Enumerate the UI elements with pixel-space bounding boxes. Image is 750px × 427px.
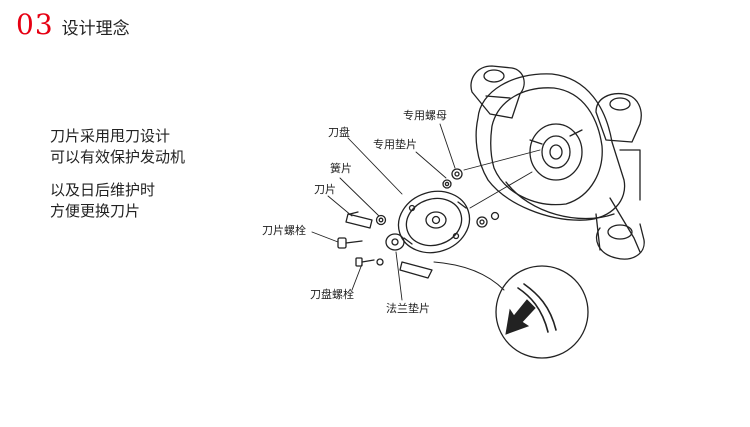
label-special-washer: 专用垫片 bbox=[373, 137, 417, 151]
callout-curve bbox=[433, 261, 505, 291]
mower-deck bbox=[475, 73, 641, 253]
leader-lines bbox=[311, 123, 456, 301]
description-line: 以及日后维护时 bbox=[50, 181, 156, 199]
label-spring-piece: 簧片 bbox=[330, 161, 352, 175]
arrow-icon bbox=[505, 299, 536, 335]
rear-wheel bbox=[470, 65, 525, 119]
magnifier-circle bbox=[495, 265, 589, 359]
blade-bolt-part bbox=[337, 237, 363, 249]
blade-part bbox=[345, 211, 373, 229]
engine-hub bbox=[529, 123, 583, 181]
label-blade: 刀片 bbox=[314, 183, 336, 196]
spring-piece-part bbox=[385, 233, 405, 251]
description-line: 可以有效保护发动机 bbox=[50, 148, 186, 166]
label-disc-bolt: 刀盘螺栓 bbox=[310, 287, 354, 301]
description-line: 方便更换刀片 bbox=[50, 202, 141, 220]
label-flange-washer: 法兰垫片 bbox=[386, 301, 430, 315]
blade-nut-part bbox=[375, 214, 387, 226]
disc-bolt-part bbox=[355, 257, 375, 267]
description-line: 刀片采用甩刀设计 bbox=[50, 127, 171, 145]
label-special-nut: 专用螺母 bbox=[403, 108, 447, 122]
assembly-axis bbox=[463, 149, 541, 209]
blade-disc-part bbox=[397, 190, 471, 254]
section-header: 03 设计理念 bbox=[16, 8, 130, 44]
right-bolt-part bbox=[476, 211, 500, 228]
flange-washer-part bbox=[376, 258, 433, 279]
description-block: 刀片采用甩刀设计 可以有效保护发动机 以及日后维护时 方便更换刀片 bbox=[50, 126, 185, 222]
side-wheel bbox=[595, 92, 645, 260]
label-blade-disc: 刀盘 bbox=[328, 125, 350, 139]
label-blade-bolt: 刀片螺栓 bbox=[262, 223, 306, 237]
special-nut-part bbox=[442, 168, 463, 189]
section-title: 设计理念 bbox=[61, 19, 130, 39]
section-number: 03 bbox=[16, 8, 54, 41]
